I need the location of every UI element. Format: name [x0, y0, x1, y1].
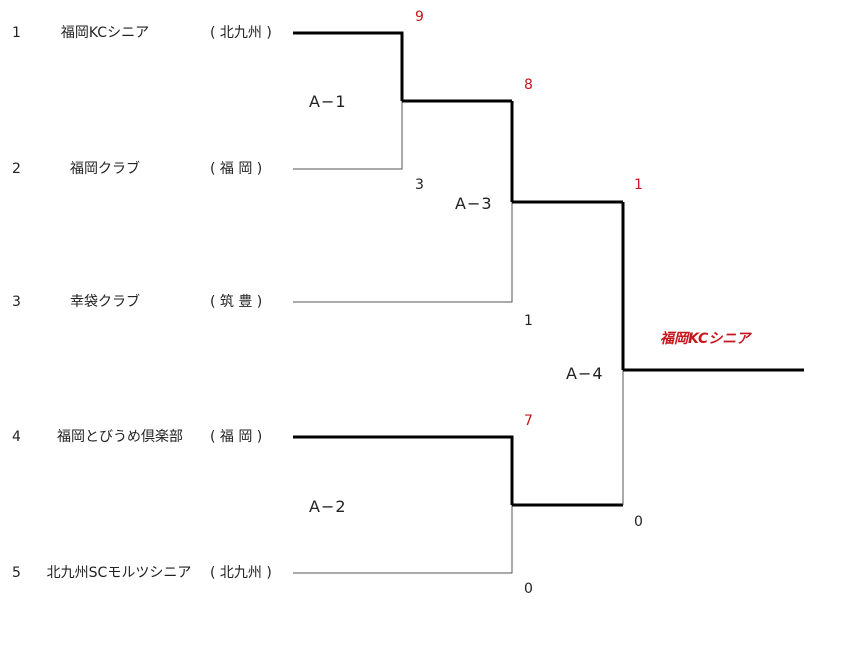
- team-seed: 2: [12, 161, 21, 177]
- score-a1-bottom: 3: [415, 177, 424, 193]
- a2-loser-line: [293, 505, 513, 574]
- score-a3-bottom: 1: [524, 313, 533, 329]
- score-a2-top: 7: [524, 413, 533, 429]
- team-region: ( 福 岡 ): [210, 161, 263, 177]
- team-row: 2 福岡クラブ ( 福 岡 ): [0, 159, 300, 179]
- score-a3-top: 8: [524, 77, 533, 93]
- team-row: 5 北九州SCモルツシニア ( 北九州 ): [0, 563, 300, 583]
- team-row: 1 福岡KCシニア ( 北九州 ): [0, 23, 300, 43]
- team-name: 福岡KCシニア: [60, 25, 150, 41]
- team-region: ( 北九州 ): [210, 565, 272, 581]
- a3-loser-line: [293, 202, 513, 303]
- score-a4-top: 1: [634, 177, 643, 193]
- match-label-a3: A−3: [455, 194, 493, 213]
- team-name: 幸袋クラブ: [70, 294, 140, 310]
- team-row: 4 福岡とびうめ倶楽部 ( 福 岡 ): [0, 427, 300, 447]
- team-seed: 5: [12, 565, 21, 581]
- team-region: ( 北九州 ): [210, 25, 272, 41]
- team-region: ( 筑 豊 ): [210, 294, 263, 310]
- champion-name: 福岡KCシニア: [660, 331, 751, 347]
- team-seed: 3: [12, 294, 21, 310]
- team-row: 3 幸袋クラブ ( 筑 豊 ): [0, 292, 300, 312]
- team-seed: 4: [12, 429, 21, 445]
- a2-winner-line: [293, 435, 514, 505]
- match-label-a2: A−2: [309, 497, 347, 516]
- score-a1-top: 9: [415, 9, 424, 25]
- score-a4-bottom: 0: [634, 514, 643, 530]
- match-label-a4: A−4: [566, 364, 604, 383]
- a1-winner-line: [293, 31, 404, 101]
- team-name: 福岡クラブ: [70, 161, 140, 177]
- score-a2-bottom: 0: [524, 581, 533, 597]
- match-label-a1: A−1: [309, 92, 347, 111]
- team-name: 福岡とびうめ倶楽部: [57, 429, 183, 445]
- team-seed: 1: [12, 25, 21, 41]
- a1-loser-line: [293, 101, 403, 170]
- team-region: ( 福 岡 ): [210, 429, 263, 445]
- team-name: 北九州SCモルツシニア: [46, 565, 192, 581]
